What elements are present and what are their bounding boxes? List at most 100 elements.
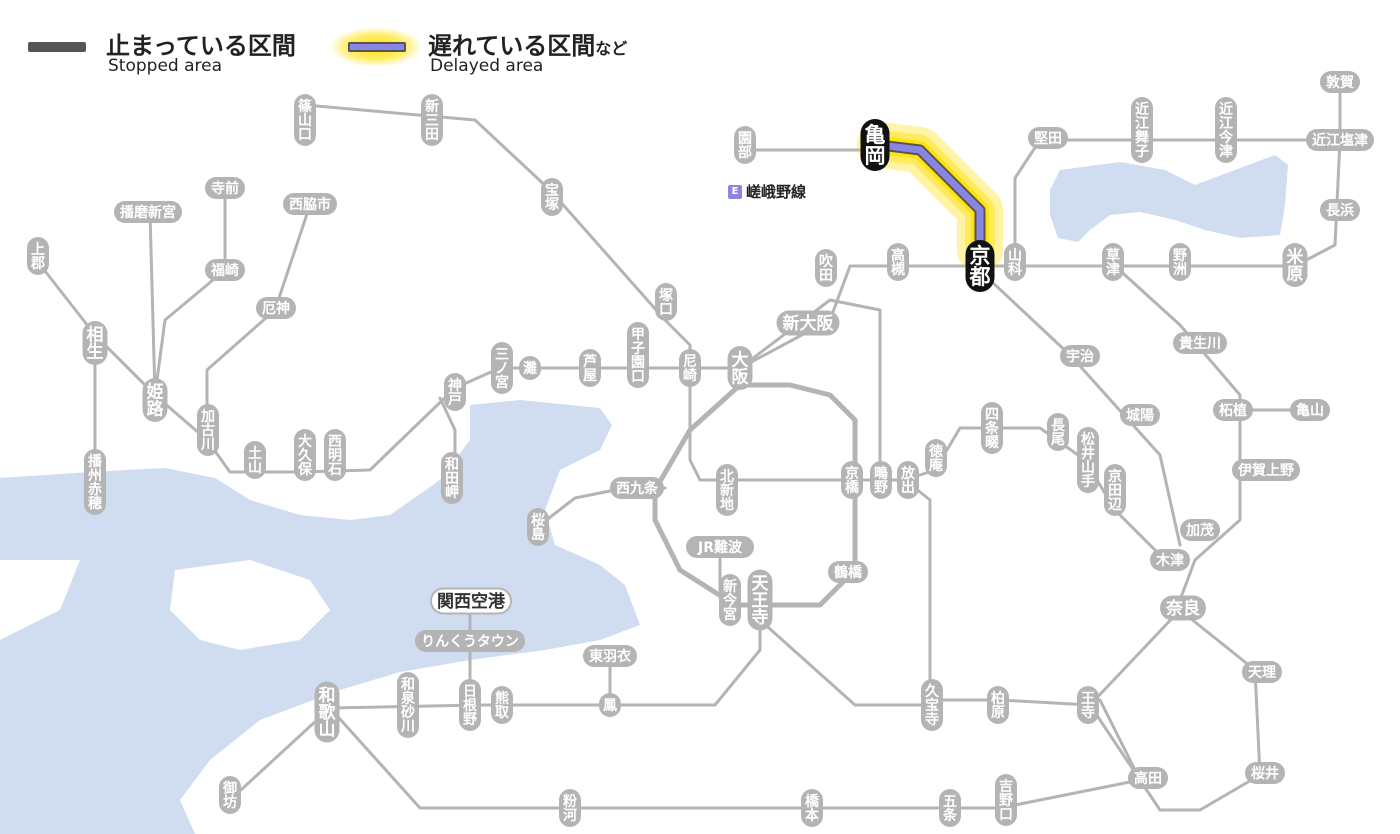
station-gobo[interactable]: 御坊: [219, 776, 241, 814]
station-label-char: 泉: [401, 690, 416, 707]
station-kyoto[interactable]: 京都: [965, 240, 995, 292]
station-label-char: 上: [31, 242, 45, 258]
station-kitashinchi[interactable]: 北新地: [716, 464, 738, 516]
station-hanaten[interactable]: 放出: [897, 461, 919, 499]
station-label-char: 子: [1135, 144, 1149, 160]
station-label: 宇治: [1066, 348, 1094, 365]
station-ashiya[interactable]: 芦屋: [579, 349, 601, 387]
station-sonobe[interactable]: 園部: [734, 126, 756, 164]
station-katata[interactable]: 堅田: [1028, 127, 1068, 149]
station-label-char: 山: [1081, 460, 1095, 476]
station-tsuge[interactable]: 柘植: [1213, 399, 1253, 421]
station-label-char: 近: [1135, 101, 1149, 118]
station-maibara[interactable]: 米原: [1282, 243, 1308, 287]
station-uji[interactable]: 宇治: [1060, 345, 1100, 367]
station-label: 福崎: [210, 262, 239, 279]
station-wakayama[interactable]: 和歌山: [314, 681, 340, 743]
station-okubo[interactable]: 大久保: [294, 429, 316, 481]
station-yasu[interactable]: 野洲: [1169, 243, 1191, 281]
station-otori[interactable]: 鳳: [599, 693, 621, 717]
station-osaka[interactable]: 大阪: [727, 346, 753, 390]
station-kamigori[interactable]: 上郡: [27, 237, 49, 275]
station-joyo[interactable]: 城陽: [1120, 404, 1160, 426]
station-shinsanda[interactable]: 新三田: [421, 94, 443, 146]
station-shigino[interactable]: 鴫野: [870, 461, 892, 499]
line-tag-sagano[interactable]: E 嵯峨野線: [728, 181, 806, 202]
station-oji[interactable]: 王寺: [1077, 686, 1099, 724]
station-gojo[interactable]: 五条: [939, 789, 961, 827]
station-kusatsu[interactable]: 草津: [1102, 243, 1124, 281]
station-label-char: 島: [531, 526, 545, 543]
station-igaueno[interactable]: 伊賀上野: [1232, 459, 1300, 481]
station-tenri[interactable]: 天理: [1242, 661, 1282, 683]
station-marker: [256, 297, 296, 319]
station-kizu[interactable]: 木津: [1150, 549, 1190, 571]
station-nada[interactable]: 灘: [519, 356, 541, 380]
station-kansaiairport[interactable]: 関西空港: [430, 587, 512, 615]
station-wadamisaki[interactable]: 和田岬: [441, 452, 463, 504]
station-tsuchiyama[interactable]: 土山: [244, 441, 266, 479]
station-marker: [921, 679, 943, 731]
station-kameyama[interactable]: 亀山: [1290, 399, 1330, 421]
station-hashimoto[interactable]: 橋本: [801, 789, 823, 827]
station-himeji[interactable]: 姫路: [142, 378, 168, 422]
station-kamo[interactable]: 加茂: [1180, 519, 1220, 541]
station-tsurumi[interactable]: 鶴橋: [828, 561, 868, 583]
station-label-char: 甲: [631, 327, 645, 343]
station-kokawa[interactable]: 粉河: [559, 789, 581, 827]
station-aioi[interactable]: 相生: [82, 321, 108, 365]
station-kyuhoji[interactable]: 久宝寺: [921, 679, 943, 731]
station-nara[interactable]: 奈良: [1160, 595, 1206, 621]
station-kyobashi[interactable]: 京橋: [841, 461, 863, 499]
station-fukusaki[interactable]: 福崎: [205, 259, 245, 281]
station-tennoji[interactable]: 天王寺: [747, 569, 773, 631]
station-nagahama[interactable]: 長浜: [1320, 199, 1360, 221]
station-nishiakashi[interactable]: 西明石: [324, 429, 346, 481]
station-nagao[interactable]: 長尾: [1047, 413, 1069, 451]
station-kashiwara[interactable]: 柏原: [987, 686, 1009, 724]
station-shijonawate[interactable]: 四条畷: [981, 402, 1003, 454]
station-takada[interactable]: 高田: [1128, 767, 1168, 789]
station-kobe[interactable]: 神戸: [444, 373, 466, 411]
station-kameoka[interactable]: 亀岡: [860, 119, 890, 171]
station-higashihagoromo[interactable]: 東羽衣: [583, 645, 637, 667]
station-harimashingu[interactable]: 播磨新宮: [114, 201, 182, 223]
station-suita[interactable]: 吹田: [815, 249, 837, 287]
station-takatsuki[interactable]: 高槻: [887, 243, 909, 281]
station-tsuruga[interactable]: 敦賀: [1320, 71, 1360, 93]
station-shinimamiya[interactable]: 新今宮: [719, 574, 741, 626]
station-tsukaguchi[interactable]: 塚口: [655, 283, 677, 321]
station-nishikujo[interactable]: 西九条: [610, 477, 664, 499]
station-kumatori[interactable]: 熊取: [491, 686, 513, 724]
station-kibukawa[interactable]: 貴生川: [1173, 332, 1227, 354]
station-tokuan[interactable]: 徳庵: [925, 439, 947, 477]
station-sakurai[interactable]: 桜井: [1245, 762, 1285, 784]
station-label-char: 四: [985, 407, 999, 423]
station-label-char: 槻: [891, 261, 905, 278]
station-kyotanabe[interactable]: 京田辺: [1104, 464, 1126, 516]
station-shinosaka[interactable]: 新大阪: [776, 310, 840, 336]
station-yakujin[interactable]: 厄神: [256, 297, 296, 319]
station-sakurajima[interactable]: 桜島: [527, 508, 549, 546]
station-teramae[interactable]: 寺前: [205, 177, 245, 199]
station-takarazuka[interactable]: 宝塚: [541, 178, 563, 216]
station-jrnamba[interactable]: JR難波: [686, 536, 754, 558]
station-hineno[interactable]: 日根野: [459, 679, 481, 731]
station-rinkutown[interactable]: りんくうタウン: [415, 630, 525, 652]
station-label-char: 津: [1106, 261, 1120, 278]
station-yoshinoguchi[interactable]: 吉野口: [995, 774, 1017, 826]
station-yamashina[interactable]: 山科: [1004, 243, 1026, 281]
station-omishiotsu[interactable]: 近江塩津: [1306, 129, 1374, 151]
station-sannomiya[interactable]: 三ノ宮: [491, 342, 513, 394]
station-amagasaki[interactable]: 尼崎: [679, 349, 701, 387]
station-nishiwakishi[interactable]: 西脇市: [283, 193, 337, 215]
station-sasayamaguchi[interactable]: 篠山口: [294, 94, 316, 146]
station-kakogawa[interactable]: 加古川: [197, 404, 219, 456]
station-marker: [939, 789, 961, 827]
